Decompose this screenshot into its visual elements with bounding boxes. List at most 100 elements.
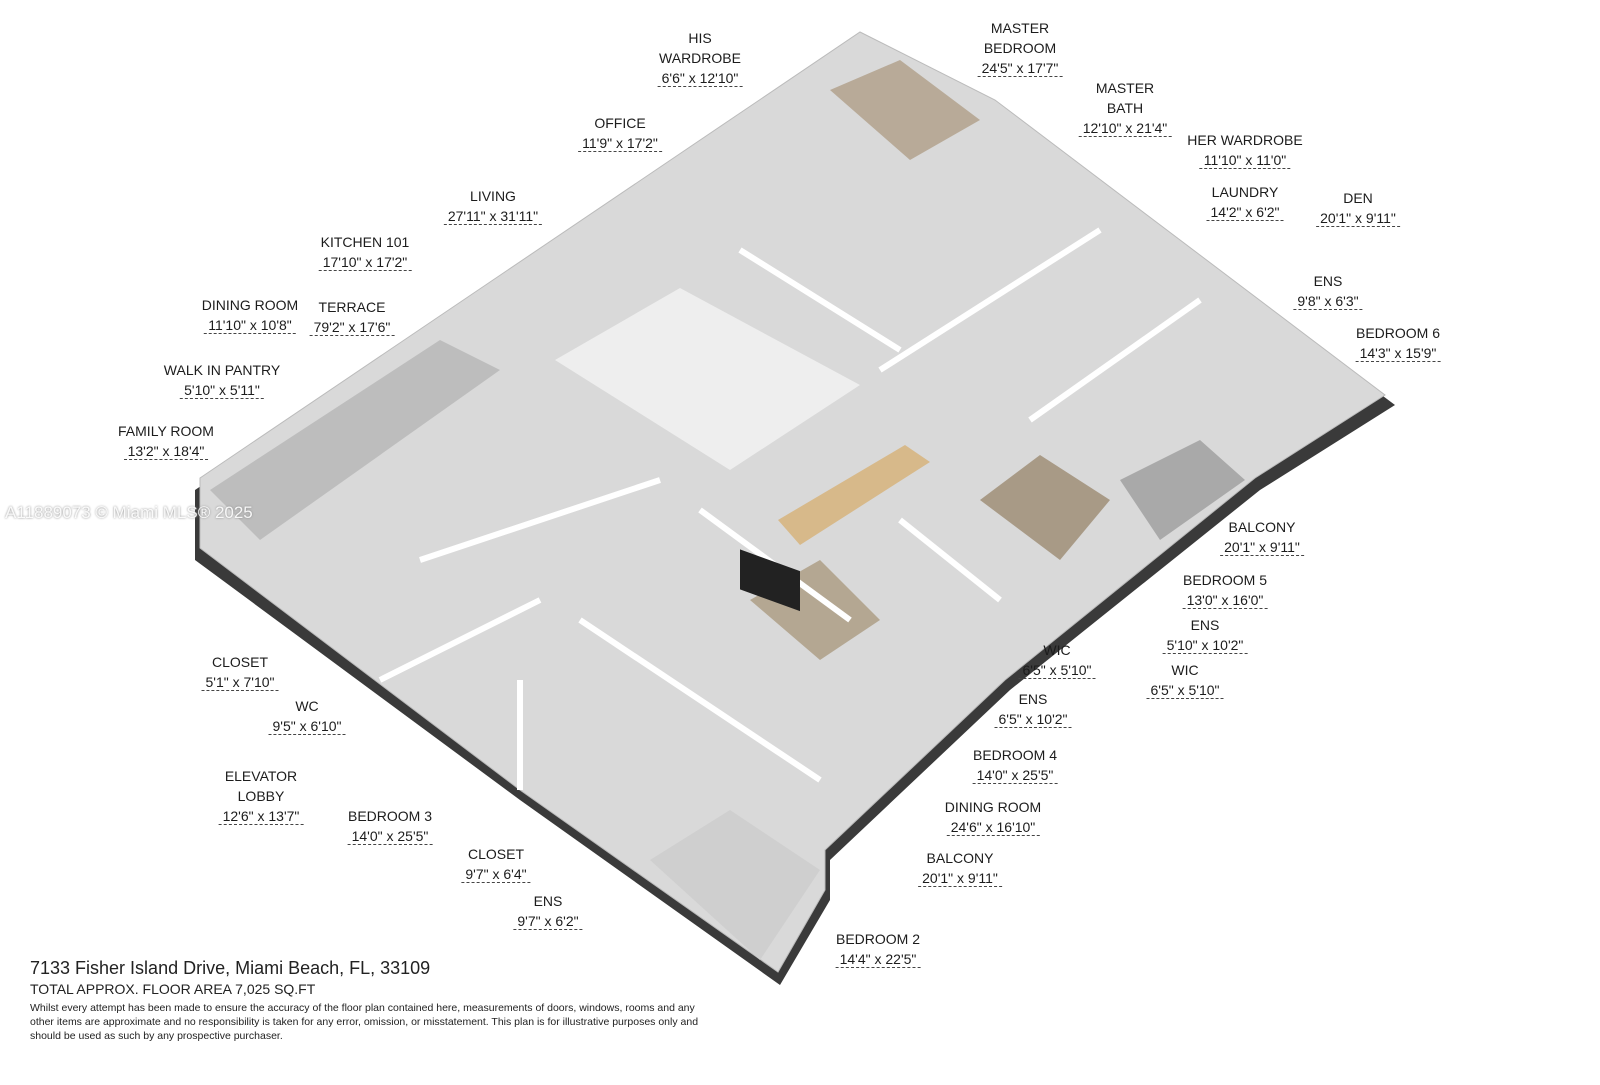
room-dimensions: 9'5" x 6'10" [268,718,346,735]
room-name: BALCONY [1228,519,1296,535]
room-dimensions: 12'10" x 21'4" [1078,120,1172,137]
room-name: BEDROOM [983,40,1057,56]
room-name: LOBBY [237,788,285,804]
room-label: BEDROOM 5 13'0" x 16'0" [1182,570,1268,610]
room-name: LIVING [470,188,516,204]
bedroom-floor-2 [650,810,820,960]
room-label: WALK IN PANTRY 5'10" x 5'11" [164,360,280,400]
room-label: WC 9'5" x 6'10" [268,696,346,736]
living-rug [555,288,860,470]
address: 7133 Fisher Island Drive, Miami Beach, F… [30,958,431,978]
room-dimensions: 5'10" x 10'2" [1162,637,1248,654]
fireplace [740,549,800,612]
room-name: MASTER [990,20,1050,36]
terrace-floor [210,340,500,540]
room-dimensions: 17'10" x 17'2" [318,254,412,271]
room-name: LAUNDRY [1211,184,1279,200]
room-dimensions: 12'6" x 13'7" [218,808,304,825]
room-name: CLOSET [211,654,268,670]
room-label: ENS 6'5" x 10'2" [994,689,1072,729]
room-name: ENS [533,893,563,909]
room-dimensions: 14'0" x 25'5" [347,828,433,845]
room-label: BALCONY 20'1" x 9'11" [918,848,1002,888]
room-dimensions: 14'0" x 25'5" [972,767,1058,784]
room-label: ENS 9'7" x 6'2" [513,891,583,931]
room-label: LIVING 27'11" x 31'11" [443,186,543,226]
room-name: ENS [1190,617,1220,633]
room-label: DEN 20'1" x 9'11" [1316,188,1400,228]
room-label: MASTER BEDROOM 24'5" x 17'7" [977,18,1063,78]
room-label: HER WARDROBE 11'10" x 11'0" [1187,130,1303,170]
disclaimer: Whilst every attempt has been made to en… [30,1002,699,1042]
room-dimensions: 20'1" x 9'11" [1316,210,1400,227]
room-label: ENS 9'8" x 6'3" [1293,271,1363,311]
room-name: WARDROBE [659,50,741,66]
room-dimensions: 6'6" x 12'10" [657,70,743,87]
room-dimensions: 14'2" x 6'2" [1206,204,1284,221]
room-label: WIC 6'5" x 5'10" [1146,660,1224,700]
room-name: DINING ROOM [201,297,299,313]
room-name: BEDROOM 6 [1355,325,1440,341]
room-label: CLOSET 9'7" x 6'4" [461,844,531,884]
room-dimensions: 9'8" x 6'3" [1293,293,1363,310]
room-name: DEN [1343,190,1373,206]
balcony-floor [1120,440,1245,540]
room-dimensions: 6'5" x 5'10" [1146,682,1224,699]
bedroom-floor-5 [980,455,1110,560]
room-name: BEDROOM 2 [835,931,920,947]
building-floor [199,31,1386,973]
room-dimensions: 6'5" x 10'2" [994,711,1072,728]
room-dimensions: 13'0" x 16'0" [1182,592,1268,609]
room-name: WIC [1171,662,1199,678]
room-name: HIS [688,30,712,46]
room-name: ELEVATOR [224,768,298,784]
room-dimensions: 24'5" x 17'7" [977,60,1063,77]
room-label: BEDROOM 4 14'0" x 25'5" [972,745,1058,785]
room-dimensions: 9'7" x 6'4" [461,866,531,883]
room-name: ENS [1018,691,1048,707]
room-name: WC [295,698,319,714]
room-name: KITCHEN 101 [320,234,410,250]
room-name: BEDROOM 5 [1182,572,1267,588]
room-name: CLOSET [467,846,524,862]
room-label: HIS WARDROBE 6'6" x 12'10" [657,28,743,88]
room-dimensions: 5'10" x 5'11" [180,382,264,399]
room-dimensions: 20'1" x 9'11" [1220,539,1304,556]
room-dimensions: 27'11" x 31'11" [443,208,543,225]
room-name: BEDROOM 4 [972,747,1057,763]
room-name: FAMILY ROOM [118,423,214,439]
room-name: WALK IN PANTRY [163,362,281,378]
room-label: LAUNDRY 14'2" x 6'2" [1206,182,1284,222]
room-name: DINING ROOM [944,799,1042,815]
room-label: KITCHEN 101 17'10" x 17'2" [318,232,412,272]
room-dimensions: 11'9" x 17'2" [578,135,662,152]
room-label: ELEVATOR LOBBY 12'6" x 13'7" [218,766,304,826]
room-dimensions: 5'1" x 7'10" [201,674,279,691]
room-dimensions: 11'10" x 11'0" [1199,152,1291,169]
room-label: CLOSET 5'1" x 7'10" [201,652,279,692]
room-dimensions: 6'5" x 5'10" [1018,662,1096,679]
room-dimensions: 20'1" x 9'11" [918,870,1002,887]
room-label: ENS 5'10" x 10'2" [1162,615,1248,655]
room-label: BEDROOM 6 14'3" x 15'9" [1355,323,1441,363]
room-dimensions: 9'7" x 6'2" [513,913,583,930]
room-name: HER WARDROBE [1187,132,1303,148]
room-label: BEDROOM 2 14'4" x 22'5" [835,929,921,969]
room-label: BALCONY 20'1" x 9'11" [1220,517,1304,557]
bedroom-floor-master [830,60,980,160]
room-dimensions: 14'4" x 22'5" [835,951,921,968]
watermark: A11889073 © Miami MLS® 2025 [5,503,253,522]
room-dimensions: 14'3" x 15'9" [1355,345,1441,362]
footer: 7133 Fisher Island Drive, Miami Beach, F… [30,958,700,1043]
room-name: ENS [1313,273,1343,289]
room-dimensions: 13'2" x 18'4" [123,443,209,460]
room-name: BALCONY [926,850,994,866]
